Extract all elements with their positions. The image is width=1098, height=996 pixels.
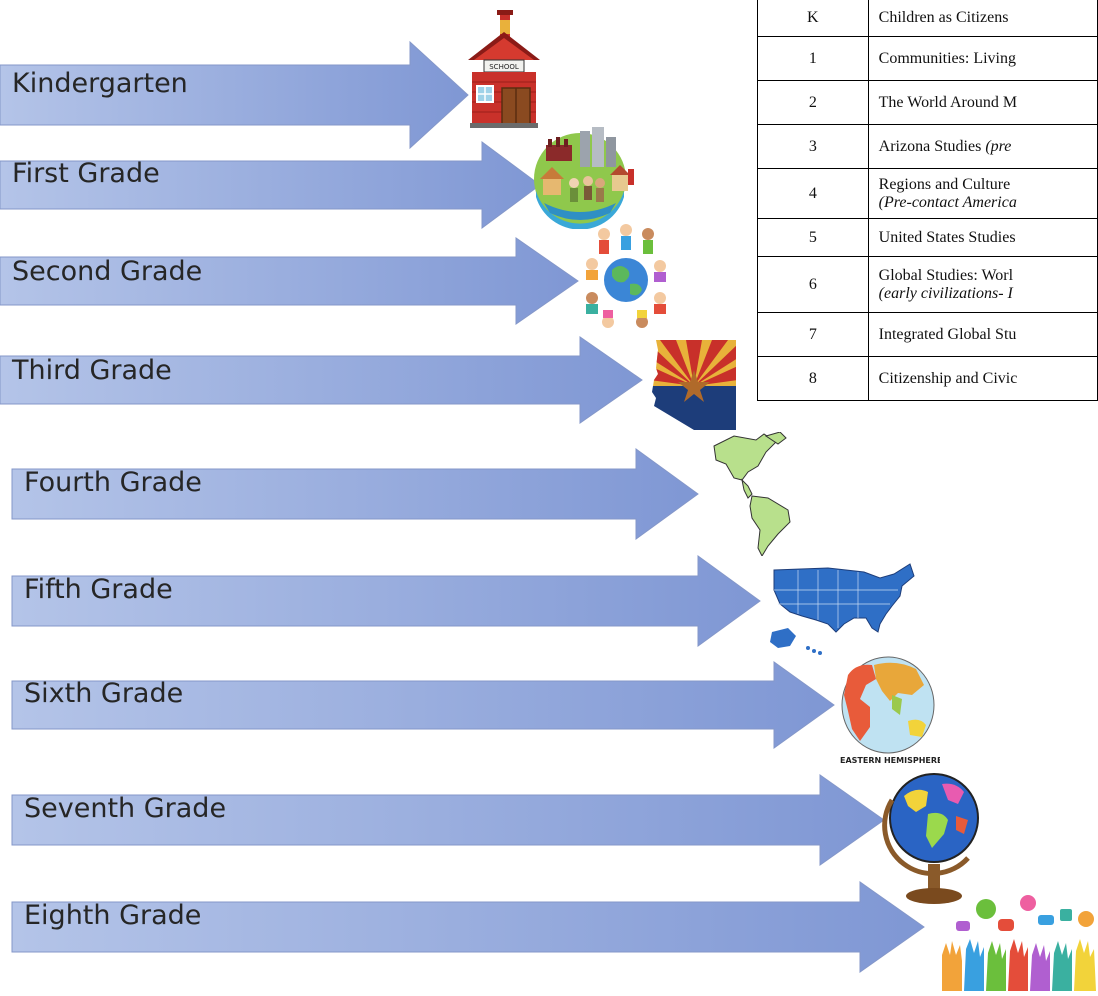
eastern-hemisphere-map-icon: EASTERN HEMISPHERE [836, 655, 943, 773]
grade-cell: 3 [757, 124, 869, 169]
grade-arrow-label: Seventh Grade [24, 793, 227, 824]
topic-text: Global Studies: Worl [878, 266, 1014, 284]
grade-arrow: Fourth Grade [11, 448, 699, 540]
arrow-shape [11, 661, 835, 749]
grade-arrow: Eighth Grade [11, 881, 925, 973]
americas-map-icon [704, 431, 804, 558]
table-row: 1 Communities: Living [757, 36, 1098, 81]
topic-cell: Children as Citizens [867, 0, 1098, 37]
topic-text: Regions and Culture [878, 175, 1011, 193]
topic-italic-text: (pre [985, 137, 1012, 155]
table-row: K Children as Citizens [757, 0, 1098, 37]
grade-cell: 2 [757, 80, 869, 125]
table-row: 8 Citizenship and Civic [757, 356, 1098, 401]
topic-text: Communities: Living [878, 49, 1016, 67]
grade-arrow: Fifth Grade [11, 555, 761, 647]
topic-italic-text: (Pre-contact America [878, 193, 1017, 211]
grade-topics-table: K Children as Citizens 1 Communities: Livin… [757, 0, 1098, 401]
grade-cell: 5 [757, 218, 869, 257]
arizona-flag-icon [650, 340, 738, 430]
topic-cell: Global Studies: Worl(early civilizations… [867, 256, 1098, 313]
topic-cell: Arizona Studies (pre [867, 124, 1098, 169]
arrow-shape [0, 237, 579, 325]
grade-arrow-label: Second Grade [12, 256, 203, 287]
grade-arrow: Kindergarten [0, 40, 469, 150]
community-globe-icon [530, 125, 634, 230]
topic-italic-text: (early civilizations- I [878, 284, 1013, 302]
topic-text: Citizenship and Civic [878, 369, 1018, 387]
arrow-shape [11, 555, 761, 647]
topic-text: United States Studies [878, 228, 1016, 246]
grade-arrow-label: First Grade [12, 158, 160, 189]
topic-cell: Regions and Culture(Pre-contact America [867, 168, 1098, 219]
school-house-icon: SCHOOL [466, 10, 542, 128]
arrow-shape [0, 141, 541, 229]
topic-cell: Citizenship and Civic [867, 356, 1098, 401]
topic-cell: United States Studies [867, 218, 1098, 257]
grade-arrow: First Grade [0, 141, 541, 229]
grade-arrow: Third Grade [0, 336, 643, 424]
school-sign-text: SCHOOL [489, 63, 519, 71]
topic-cell: Integrated Global Stu [867, 312, 1098, 357]
grade-arrow-label: Sixth Grade [24, 678, 184, 709]
raised-hands-speech-bubbles-icon [936, 895, 1098, 991]
arrow-shape [11, 774, 885, 866]
topic-text: Children as Citizens [878, 8, 1009, 26]
grade-arrow-label: Kindergarten [12, 68, 188, 99]
topic-text: The World Around M [878, 93, 1018, 111]
topic-cell: Communities: Living [867, 36, 1098, 81]
grade-arrow-label: Fourth Grade [24, 467, 202, 498]
grade-arrow-label: Third Grade [12, 355, 172, 386]
children-around-globe-icon [584, 224, 666, 334]
topic-text: Integrated Global Stu [878, 325, 1017, 343]
arrow-shape [11, 448, 699, 540]
grade-arrow: Second Grade [0, 237, 579, 325]
arrow-shape [0, 336, 643, 424]
grade-cell: 8 [757, 356, 869, 401]
desk-globe-icon [882, 760, 990, 910]
topic-cell: The World Around M [867, 80, 1098, 125]
table-row: 2 The World Around M [757, 80, 1098, 125]
grade-arrow-label: Fifth Grade [24, 574, 173, 605]
grade-arrow: Sixth Grade [11, 661, 835, 749]
arrow-shape [0, 40, 469, 150]
grade-cell: 4 [757, 168, 869, 219]
usa-map-icon [768, 562, 916, 656]
arrow-shape [11, 881, 925, 973]
topic-text: Arizona Studies [878, 137, 986, 155]
grade-arrow-label: Eighth Grade [24, 900, 202, 931]
grade-cell: 1 [757, 36, 869, 81]
grade-arrow: Seventh Grade [11, 774, 885, 866]
grade-cell: 7 [757, 312, 869, 357]
table-row: 7 Integrated Global Stu [757, 312, 1098, 357]
grade-cell: 6 [757, 256, 869, 313]
eastern-hemisphere-label: EASTERN HEMISPHERE [840, 756, 940, 765]
grade-cell: K [757, 0, 869, 37]
table-row: 5 United States Studies [757, 218, 1098, 257]
